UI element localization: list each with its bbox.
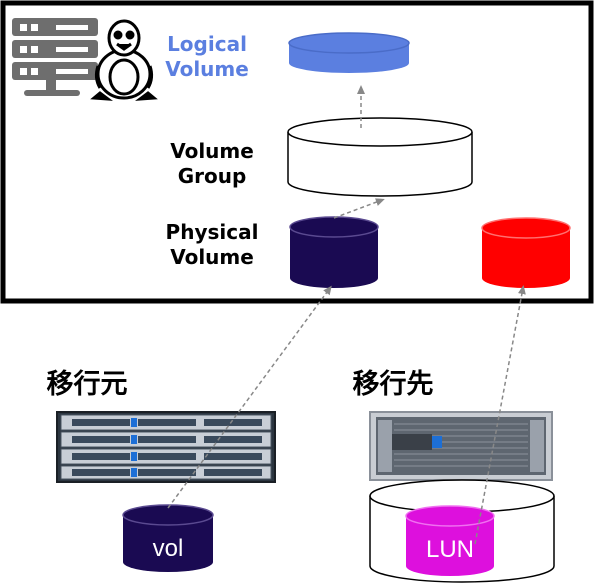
volume-group-label-line2: Group: [178, 164, 247, 188]
logical-volume-cylinder: [288, 32, 410, 73]
target-title: 移行先: [353, 368, 434, 400]
volume-group-label-line1: Volume: [170, 139, 254, 163]
arrow-vol-to-pv: [167, 285, 332, 509]
arrow-lun-to-target-pv: [474, 285, 526, 545]
vol-cylinder: [122, 504, 214, 572]
physical-volume-cylinder: [289, 216, 379, 288]
vol-label: vol: [153, 535, 184, 562]
server-rack-icon: [12, 18, 98, 96]
target-physical-volume-cylinder: [481, 217, 571, 288]
lun-cylinder: [405, 505, 495, 576]
physical-volume-label-line1: Physical: [166, 220, 259, 244]
physical-volume-label-line2: Volume: [170, 245, 254, 269]
arrow-pv-to-vg: [333, 198, 385, 219]
tux-penguin-icon: [90, 19, 158, 101]
rack-server-icon: [56, 411, 276, 483]
volume-group-cylinder: [287, 117, 473, 197]
logical-volume-label-line2: Volume: [165, 57, 249, 81]
logical-volume-label-line1: Logical: [167, 32, 247, 56]
storage-array-icon: [369, 411, 553, 481]
host-frame: [0, 0, 594, 304]
lun-label: LUN: [426, 536, 474, 563]
source-title: 移行元: [47, 368, 128, 400]
